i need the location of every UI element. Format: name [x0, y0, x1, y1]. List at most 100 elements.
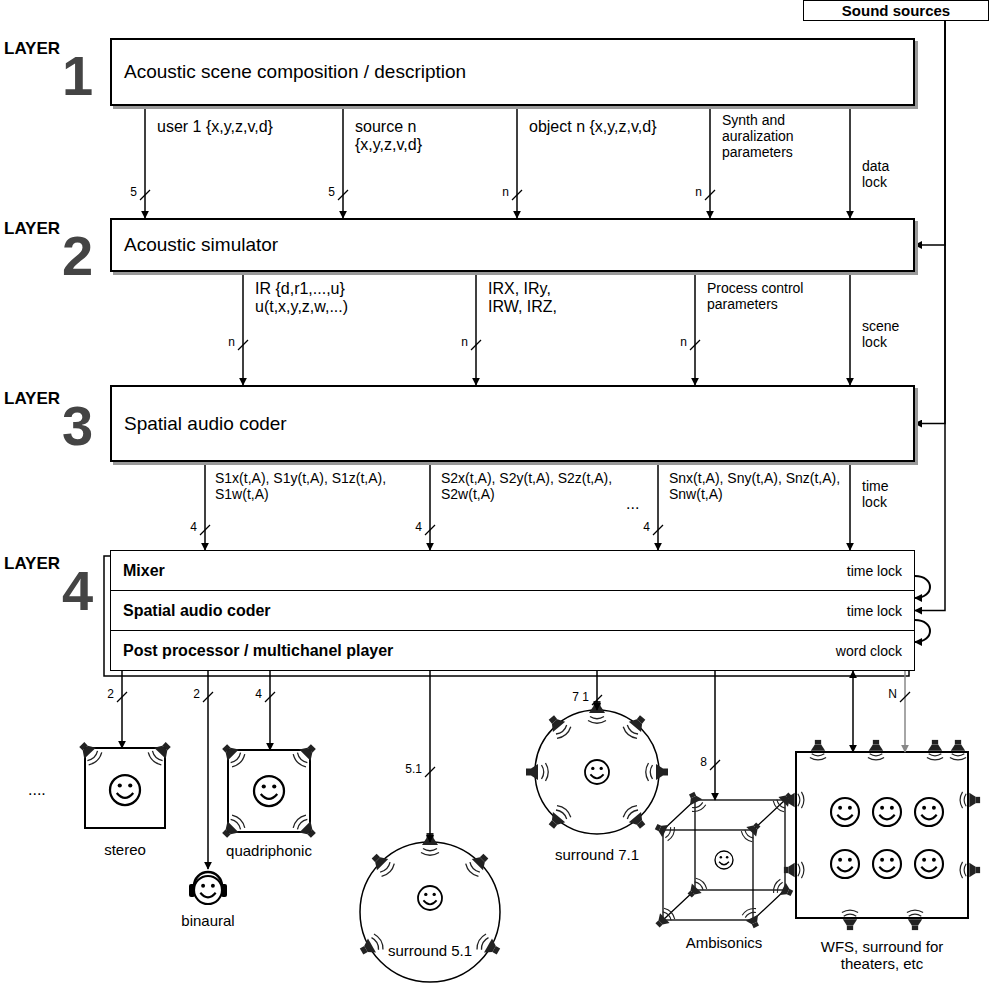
speaker-layout: quadriphonic: [228, 750, 310, 832]
signal-label: S2x(t,A), S2y(t,A), S2z(t,A), S2w(t,A): [440, 470, 627, 502]
channel-count: n: [461, 336, 468, 348]
bus-width-tick: [471, 340, 481, 350]
signal-arrow: [516, 106, 518, 218]
signal-arrow: [596, 671, 598, 710]
sound-wave: [842, 910, 858, 916]
speaker-symbol: [146, 738, 174, 767]
speaker-symbol: [868, 740, 884, 760]
layer-label: LAYER: [4, 390, 60, 407]
bus-width-tick: [238, 340, 248, 350]
bus-width-tick: [512, 190, 522, 200]
sound-wave: [229, 813, 247, 831]
channel-count: N: [888, 688, 897, 700]
signal-arrow: [714, 671, 716, 800]
signal-arrow: [429, 462, 431, 550]
sound-wave: [554, 724, 572, 741]
sound-wave: [542, 763, 549, 781]
speaker-symbol: [907, 910, 923, 930]
bus-width-tick: [200, 525, 210, 535]
listener-face: [915, 798, 943, 826]
bus-width-tick: [900, 692, 910, 702]
sound-wave: [291, 813, 309, 831]
signal-arrow: [694, 272, 696, 385]
headphone-cup: [221, 884, 227, 897]
signal-arrow: [904, 671, 906, 752]
channel-count: n: [695, 186, 702, 198]
bus-width-tick: [690, 340, 700, 350]
speaker-cone: [969, 863, 975, 877]
sound-wave: [868, 754, 884, 760]
speaker-cone: [531, 764, 538, 780]
speaker-cone: [951, 744, 965, 750]
layer-box: Acoustic scene composition / description: [110, 38, 915, 106]
speaker-symbol: [218, 740, 246, 768]
signal-label: source n {x,y,z,v,d}: [354, 118, 486, 155]
speaker-symbol: [652, 907, 676, 931]
speaker-magnet: [912, 926, 918, 931]
listener-face: [873, 850, 901, 878]
speaker-cone: [746, 823, 760, 837]
sound-wave: [475, 933, 490, 952]
signal-arrow: [204, 462, 206, 550]
process-band: Spatial audio codertime lock: [110, 590, 915, 631]
signal-label: Synth and auralization parameters: [721, 112, 835, 160]
speaker-symbol: [291, 813, 319, 841]
speaker-symbol: [646, 763, 668, 781]
layer-box: Acoustic simulator: [110, 218, 915, 272]
channel-count: 8: [700, 756, 707, 768]
speaker-symbol: [685, 790, 707, 814]
listener-face: [418, 886, 442, 910]
speaker-magnet: [784, 797, 789, 803]
speaker-cone: [746, 915, 761, 926]
listener-face: [873, 798, 901, 826]
speaker-cone: [548, 812, 565, 828]
node-note: word clock: [836, 643, 902, 659]
speaker-cone: [908, 919, 922, 925]
speaker-magnet: [873, 740, 879, 745]
channel-count: n: [228, 336, 235, 348]
signal-arrow: [849, 106, 851, 218]
signal-label: user 1 {x,y,z,v,d}: [156, 118, 274, 136]
speaker-cone: [223, 821, 239, 837]
speaker-cone: [843, 919, 857, 925]
speaker-symbol: [772, 878, 796, 900]
speaker-symbol: [291, 740, 319, 768]
sound-wave: [798, 792, 804, 808]
sound-wave: [371, 933, 386, 952]
speaker-layout: surround 5.1: [360, 842, 500, 982]
speaker-cone: [687, 794, 702, 805]
speaker-symbol: [75, 738, 103, 767]
sound-wave: [554, 804, 572, 821]
layer-number: 4: [62, 563, 93, 619]
node-title: WFS, surround for theaters, etc: [807, 938, 957, 973]
signal-arrow: [852, 671, 854, 752]
speaker-layout: WFS, surround for theaters, etc: [796, 752, 968, 918]
layer-number: 1: [62, 48, 93, 104]
speaker-cone: [656, 764, 663, 780]
speaker-magnet: [955, 740, 961, 745]
sound-wave: [662, 907, 677, 922]
layer-box: Spatial audio coder: [110, 385, 915, 462]
speaker-cone: [780, 883, 791, 898]
speaker-symbol: [950, 740, 966, 760]
signal-label: IR {d,r1,...,u} u(t,x,y,z,w,...): [254, 280, 396, 317]
speaker-symbol: [464, 850, 492, 878]
speaker-symbol: [544, 712, 572, 741]
speaker-symbol: [784, 792, 804, 808]
sound-wave: [960, 862, 966, 878]
sound-wave: [810, 754, 826, 760]
speaker-cone: [299, 821, 315, 837]
bus-width-tick: [425, 767, 435, 777]
speaker-cone: [656, 913, 670, 927]
channel-count: 5: [328, 186, 335, 198]
sync-arrow: [915, 620, 930, 642]
speaker-cone: [484, 939, 498, 956]
sound-wave: [960, 792, 966, 808]
speaker-symbol: [960, 792, 980, 808]
signal-label: Snx(t,A), Sny(t,A), Snz(t,A), Snw(t,A): [668, 470, 846, 502]
signal-arrow: [657, 462, 659, 550]
speaker-cone: [223, 745, 239, 761]
speaker-cone: [372, 854, 388, 870]
listener-face: [585, 760, 609, 784]
